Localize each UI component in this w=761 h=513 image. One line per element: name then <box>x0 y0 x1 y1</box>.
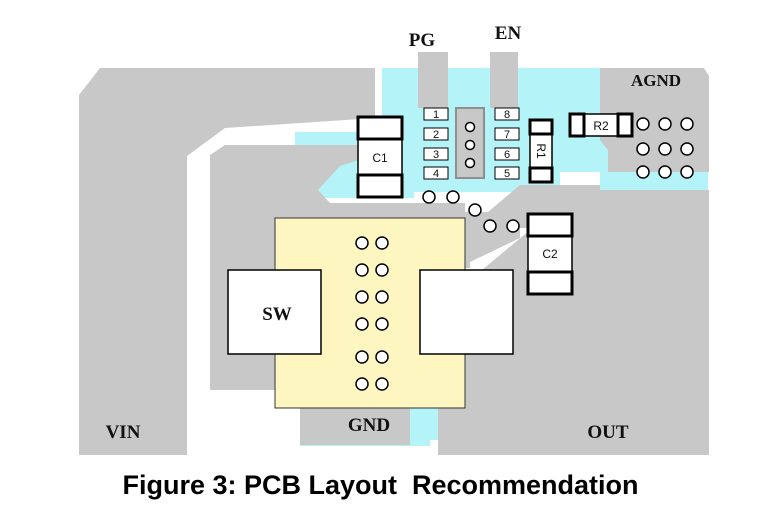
via <box>355 377 369 391</box>
agnd-vias <box>636 117 694 179</box>
pg-trace <box>418 52 448 108</box>
agnd-label: AGND <box>631 71 681 90</box>
en-label: EN <box>495 23 522 44</box>
out-copper <box>438 190 709 455</box>
c2-label: C2 <box>542 247 558 261</box>
c1-label: C1 <box>372 151 388 165</box>
via <box>355 236 369 250</box>
via <box>658 165 672 179</box>
via <box>464 121 476 133</box>
pin-label-5: 5 <box>504 168 510 180</box>
via <box>636 142 650 156</box>
via <box>680 117 694 131</box>
via <box>355 317 369 331</box>
pin-label-1: 1 <box>433 109 439 121</box>
via <box>464 139 476 151</box>
pin-label-8: 8 <box>504 109 510 121</box>
pin-label-3: 3 <box>433 149 439 161</box>
figure-caption: Figure 3: PCB Layout Recommendation <box>122 470 639 500</box>
via <box>680 142 694 156</box>
pin-label-6: 6 <box>504 149 510 161</box>
via <box>506 219 520 233</box>
via <box>375 377 389 391</box>
thermal-vias <box>355 236 389 391</box>
output-pad <box>419 269 514 355</box>
via <box>375 317 389 331</box>
ic-pins-right <box>494 107 520 180</box>
via <box>446 190 460 204</box>
via <box>483 219 497 233</box>
r2-label: R2 <box>593 119 609 133</box>
signal-vias <box>422 121 520 233</box>
via <box>355 350 369 364</box>
via <box>375 263 389 277</box>
via <box>468 203 482 217</box>
via <box>355 263 369 277</box>
via <box>422 190 436 204</box>
en-trace <box>490 52 518 108</box>
sw-pad <box>227 269 322 355</box>
pin-label-4: 4 <box>433 168 439 180</box>
via <box>636 165 650 179</box>
resistor-r1: R1 <box>528 118 554 184</box>
via <box>375 290 389 304</box>
vin-copper <box>79 68 375 455</box>
capacitor-c1: C1 <box>356 115 404 199</box>
via <box>375 350 389 364</box>
pg-label: PG <box>409 30 436 51</box>
resistor-r2: R2 <box>568 112 634 138</box>
ic-pins-left <box>423 107 449 180</box>
via <box>658 117 672 131</box>
via <box>375 236 389 250</box>
vin-label: VIN <box>106 422 141 443</box>
via <box>658 142 672 156</box>
pin-label-7: 7 <box>504 129 510 141</box>
sw-label: SW <box>262 304 292 325</box>
via <box>355 290 369 304</box>
out-label: OUT <box>587 422 629 443</box>
via <box>680 165 694 179</box>
gnd-label: GND <box>348 415 390 436</box>
via <box>636 117 650 131</box>
pin-label-2: 2 <box>433 129 439 141</box>
r1-label: R1 <box>534 143 548 159</box>
capacitor-c2: C2 <box>526 212 574 296</box>
via <box>464 157 476 169</box>
